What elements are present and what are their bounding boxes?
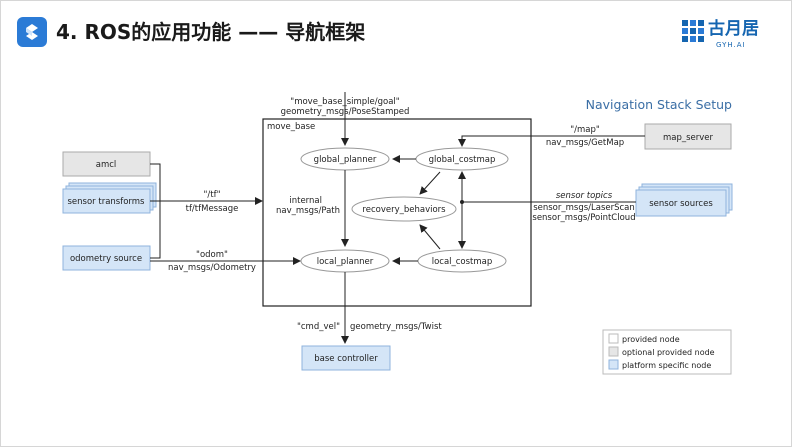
node-amcl-label: amcl: [96, 160, 117, 170]
legend-box: [602, 329, 732, 375]
node-odometry-source[interactable]: odometry source: [62, 245, 151, 271]
node-global-costmap-label: global_costmap: [429, 155, 496, 165]
laser-type-label: sensor_msgs/LaserScan: [533, 203, 635, 213]
sensor-junction: [460, 200, 464, 204]
legend-swatch-platform: [608, 359, 619, 370]
node-sensor-transforms-label: sensor transforms: [68, 197, 146, 207]
brand-name: 古月居: [708, 19, 759, 39]
node-local-planner-label: local_planner: [317, 257, 374, 267]
node-sensor-transforms[interactable]: sensor transforms: [62, 182, 157, 214]
node-base-controller[interactable]: base controller: [301, 345, 391, 371]
map-topic-label: "/map": [570, 125, 600, 135]
node-sensor-sources-label: sensor sources: [649, 199, 713, 209]
legend-provided-label: provided node: [622, 335, 680, 344]
node-map-server-label: map_server: [663, 133, 714, 143]
node-sensor-sources[interactable]: sensor sources: [635, 183, 733, 217]
tf-topic-label: "/tf": [203, 190, 220, 200]
cmd-vel-topic-label: "cmd_vel": [297, 322, 340, 332]
legend-platform-label: platform specific node: [622, 361, 711, 370]
odom-topic-label: "odom": [196, 250, 228, 260]
odom-type-label: nav_msgs/Odometry: [168, 263, 256, 273]
legend-swatch-optional: [608, 346, 619, 357]
node-local-costmap[interactable]: local_costmap: [417, 249, 507, 273]
diagram-title: Navigation Stack Setup: [586, 97, 732, 112]
node-recovery-behaviors[interactable]: recovery_behaviors: [351, 196, 457, 222]
ros-logo-icon: [26, 24, 38, 40]
node-odometry-source-label: odometry source: [70, 254, 142, 264]
cloud-type-label: sensor_msgs/PointCloud: [532, 213, 635, 223]
slide-logo-badge: [17, 17, 47, 47]
map-type-label: nav_msgs/GetMap: [546, 138, 624, 148]
internal-type-label: nav_msgs/Path: [276, 206, 340, 216]
brand-domain: GYH.AI: [716, 41, 746, 49]
internal-label: internal: [289, 196, 322, 206]
legend-swatch-provided: [608, 333, 619, 344]
slide-title: 4. ROS的应用功能 —— 导航框架: [56, 20, 366, 44]
brand-mark-icon: [682, 20, 704, 42]
slide-header: 4. ROS的应用功能 —— 导航框架 古月居 GYH.AI: [0, 0, 792, 62]
tf-bracket: [150, 163, 161, 259]
node-map-server[interactable]: map_server: [644, 123, 732, 150]
brand-logo: 古月居 GYH.AI: [680, 16, 772, 54]
node-local-planner[interactable]: local_planner: [300, 249, 390, 273]
node-amcl[interactable]: amcl: [62, 151, 151, 177]
edge-map-to-global-costmap: [458, 135, 645, 147]
sensor-topics-label: sensor topics: [556, 191, 613, 201]
move-base-label: move_base: [267, 122, 315, 132]
move-base-container: [262, 118, 532, 307]
legend: provided node optional provided node pla…: [602, 329, 732, 375]
legend-optional-label: optional provided node: [622, 348, 715, 357]
edge-global-costmap-to-recovery: [419, 171, 441, 195]
cmd-vel-type-label: geometry_msgs/Twist: [350, 322, 442, 332]
node-global-costmap[interactable]: global_costmap: [415, 147, 509, 171]
node-recovery-behaviors-label: recovery_behaviors: [362, 205, 446, 215]
node-base-controller-label: base controller: [314, 354, 378, 364]
node-global-planner[interactable]: global_planner: [300, 147, 390, 171]
node-local-costmap-label: local_costmap: [432, 257, 493, 267]
node-global-planner-label: global_planner: [314, 155, 377, 165]
tf-type-label: tf/tfMessage: [186, 204, 239, 214]
edge-local-costmap-to-recovery: [419, 224, 441, 250]
